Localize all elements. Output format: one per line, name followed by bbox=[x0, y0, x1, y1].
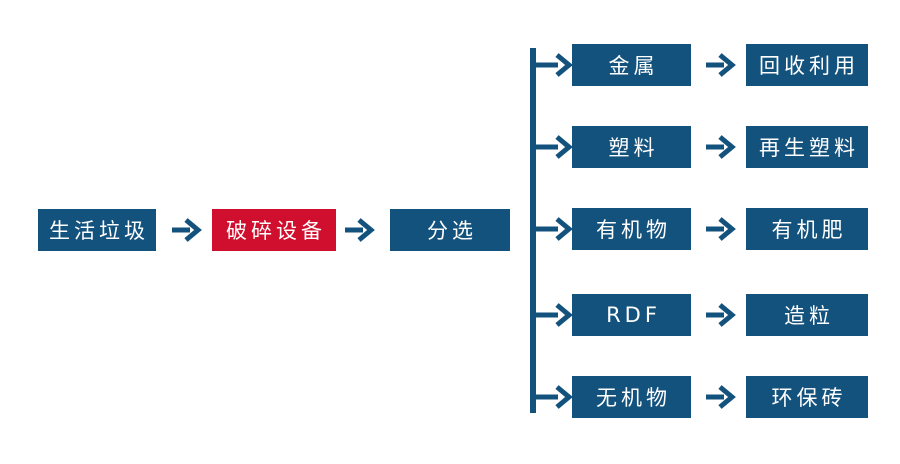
arrow-right-icon bbox=[706, 385, 736, 409]
node-crushing-equipment: 破碎设备 bbox=[212, 209, 336, 251]
node-granulation: 造粒 bbox=[746, 294, 868, 336]
node-granulation-label: 造粒 bbox=[784, 304, 834, 328]
node-eco-brick-label: 环保砖 bbox=[771, 386, 847, 410]
branch-arrow-right-icon bbox=[532, 135, 572, 159]
node-plastic-label: 塑料 bbox=[608, 136, 659, 160]
node-recycled-plastic-label: 再生塑料 bbox=[759, 136, 859, 160]
node-recycling-label: 回收利用 bbox=[759, 54, 859, 78]
node-organic-matter-label: 有机物 bbox=[596, 218, 671, 242]
node-organic-fertilizer: 有机肥 bbox=[746, 208, 868, 250]
node-eco-brick: 环保砖 bbox=[746, 376, 868, 418]
arrow-right-icon bbox=[706, 303, 736, 327]
node-household-waste-label: 生活垃圾 bbox=[49, 219, 149, 243]
node-metal-label: 金属 bbox=[608, 54, 659, 78]
branch-arrow-right-icon bbox=[532, 303, 572, 327]
arrow-right-icon bbox=[345, 218, 375, 242]
arrow-right-icon bbox=[706, 217, 736, 241]
node-household-waste: 生活垃圾 bbox=[38, 209, 156, 251]
branch-arrow-right-icon bbox=[532, 385, 572, 409]
node-inorganic-matter: 无机物 bbox=[572, 376, 691, 418]
arrow-right-icon bbox=[706, 135, 736, 159]
node-recycling: 回收利用 bbox=[746, 44, 868, 86]
node-rdf: RDF bbox=[572, 294, 691, 336]
node-crushing-equipment-label: 破碎设备 bbox=[226, 219, 326, 243]
node-recycled-plastic: 再生塑料 bbox=[746, 126, 868, 168]
node-sorting: 分选 bbox=[390, 209, 510, 251]
node-plastic: 塑料 bbox=[572, 126, 691, 168]
branch-arrow-right-icon bbox=[532, 217, 572, 241]
node-rdf-label: RDF bbox=[606, 303, 661, 327]
node-organic-fertilizer-label: 有机肥 bbox=[771, 218, 847, 242]
node-inorganic-matter-label: 无机物 bbox=[596, 386, 671, 410]
node-metal: 金属 bbox=[572, 44, 691, 86]
arrow-right-icon bbox=[172, 218, 202, 242]
node-sorting-label: 分选 bbox=[427, 219, 477, 243]
arrow-right-icon bbox=[706, 53, 736, 77]
node-organic-matter: 有机物 bbox=[572, 208, 691, 250]
branch-arrow-right-icon bbox=[532, 53, 572, 77]
